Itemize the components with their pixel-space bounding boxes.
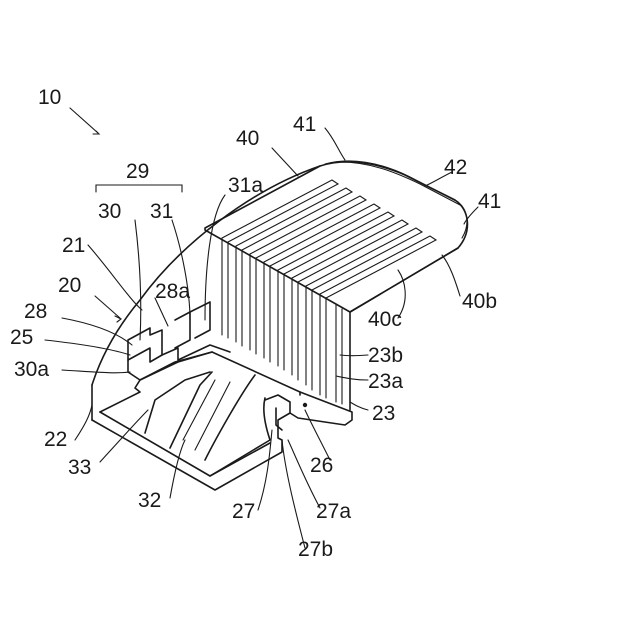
groove-32-left — [170, 372, 212, 448]
label-26: 26 — [310, 454, 333, 477]
label-22: 22 — [44, 428, 67, 451]
label-10: 10 — [38, 86, 61, 109]
groove-32-right — [205, 375, 255, 460]
label-29: 29 — [126, 160, 149, 183]
label-40c: 40c — [368, 308, 402, 331]
label-23a: 23a — [368, 370, 403, 393]
label-25: 25 — [10, 326, 33, 349]
label-28a: 28a — [155, 280, 190, 303]
label-30: 30 — [98, 200, 121, 223]
label-23b: 23b — [368, 344, 403, 367]
groove-32-shade — [183, 380, 230, 450]
base-frame-inner-left — [100, 412, 270, 476]
label-27a: 27a — [316, 500, 351, 523]
label-23: 23 — [372, 402, 395, 425]
bracket-31a — [190, 302, 210, 338]
label-30a: 30a — [14, 358, 49, 381]
inner-rib-33 — [145, 372, 210, 433]
notch-27 — [265, 395, 290, 413]
label-42: 42 — [444, 156, 467, 179]
bracket-30a — [128, 360, 140, 380]
label-33: 33 — [68, 456, 91, 479]
point-26 — [303, 403, 307, 407]
label-40b: 40b — [462, 290, 497, 313]
bracket-28a — [175, 312, 190, 348]
label-41-top: 41 — [293, 113, 316, 136]
label-31a: 31a — [228, 174, 263, 197]
label-31: 31 — [150, 200, 173, 223]
label-27: 27 — [232, 500, 255, 523]
label-40: 40 — [236, 127, 259, 150]
label-27b: 27b — [298, 538, 333, 561]
bracket-28 — [128, 328, 162, 362]
bracket-connector — [162, 345, 230, 360]
label-28: 28 — [24, 300, 47, 323]
label-20: 20 — [58, 274, 81, 297]
label-41-right: 41 — [478, 190, 501, 213]
label-21: 21 — [62, 234, 85, 257]
label-32: 32 — [138, 489, 161, 512]
